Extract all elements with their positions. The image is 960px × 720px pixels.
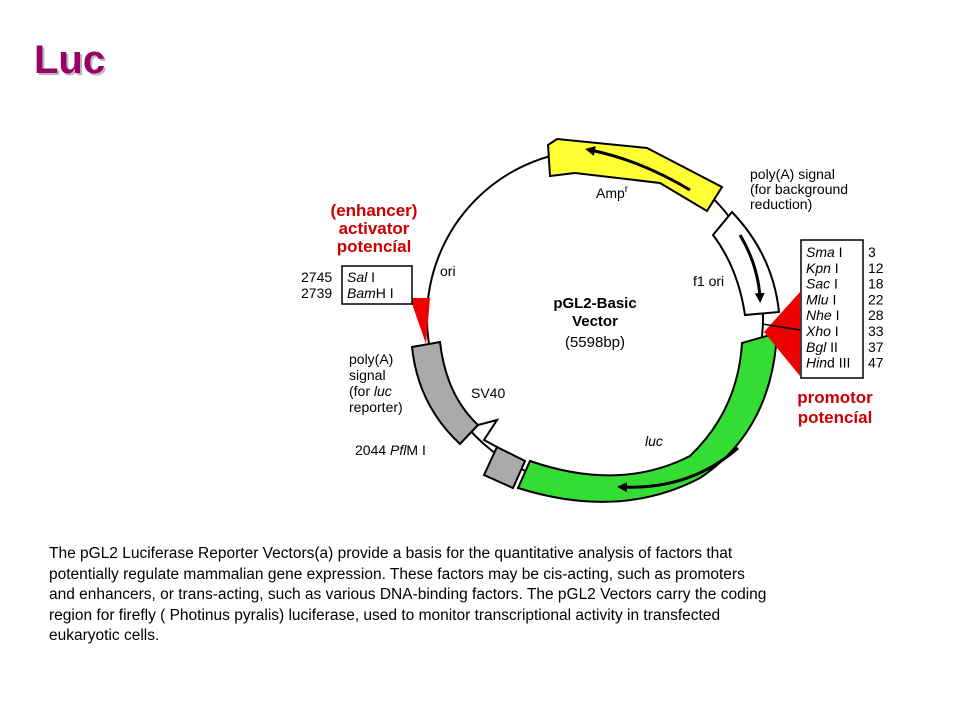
promoter-label: promotor potencíal: [797, 388, 873, 427]
sv40-small-segment: [482, 445, 527, 490]
mcs-site-name: Sac I: [806, 276, 838, 292]
svg-text:reporter): reporter): [349, 399, 403, 415]
enhancer-site-wedge: [410, 298, 430, 344]
enhancer-label: (enhancer) activator potencíal: [331, 201, 418, 256]
mcs-site-position: 18: [868, 276, 884, 292]
amp-direction-arrow: [585, 146, 691, 192]
mcs-site-position: 22: [868, 291, 884, 307]
pflm-site-label: 2044 PflM I: [355, 442, 426, 458]
f1-ori-label: f1 ori: [693, 273, 724, 289]
mcs-site-position: 12: [868, 260, 884, 276]
amp-label: Ampr: [596, 184, 629, 201]
mcs-site-name: Hind III: [806, 355, 850, 371]
svg-text:(for luc: (for luc: [349, 383, 392, 399]
luc-label: luc: [645, 433, 663, 449]
mcs-site-line: [761, 323, 801, 331]
svg-text:activator: activator: [339, 219, 410, 238]
vector-name-line2: Vector: [572, 313, 618, 330]
polya-background-label: poly(A) signal (for background reduction…: [750, 166, 848, 212]
svg-text:promotor: promotor: [797, 388, 873, 407]
mcs-site-name: Nhe I: [806, 307, 839, 323]
mcs-site-position: 37: [868, 339, 884, 355]
slide-title: Luc: [34, 38, 106, 82]
amp-segment: [546, 137, 724, 213]
mcs-site-position: 3: [868, 244, 876, 260]
left-sites-box: [341, 265, 413, 305]
mcs-site-wedge: [764, 292, 800, 376]
description-text: The pGL2 Luciferase Reporter Vectors(a) …: [49, 545, 767, 644]
mcs-site-position: 33: [868, 323, 884, 339]
f1-ori-direction-arrow: [738, 234, 765, 303]
svg-text:poly(A) signal: poly(A) signal: [750, 166, 835, 182]
mcs-site-name: Sma I: [806, 244, 843, 260]
mcs-site-name: Mlu I: [806, 291, 836, 307]
svg-text:potencíal: potencíal: [337, 237, 412, 256]
ori-label: ori: [440, 263, 456, 279]
sv40-label: SV40: [471, 385, 505, 401]
mcs-box: [800, 239, 864, 379]
mcs-site-position: 28: [868, 307, 884, 323]
sv40-polya-segment: [410, 340, 480, 446]
svg-text:(enhancer): (enhancer): [331, 201, 418, 220]
pflm-breakpoint: [477, 418, 500, 448]
svg-text:potencíal: potencíal: [798, 408, 873, 427]
svg-text:signal: signal: [349, 367, 386, 383]
svg-text:poly(A): poly(A): [349, 351, 393, 367]
site-position: 2745: [301, 269, 332, 285]
f1-ori-segment: [711, 210, 781, 317]
vector-name: pGL2-Basic: [553, 295, 636, 312]
mcs-site-name: Xho I: [805, 323, 839, 339]
vector-size: (5598bp): [565, 334, 625, 351]
svg-text:(for background: (for background: [750, 181, 848, 197]
luc-segment: [516, 331, 779, 503]
site-name: BamH I: [347, 285, 394, 301]
svg-text:reduction): reduction): [750, 196, 812, 212]
left-sites: 2745 Sal I 2739 BamH I: [301, 269, 394, 301]
site-position: 2739: [301, 285, 332, 301]
luc-direction-arrow: [617, 446, 739, 493]
mcs-site-name: Bgl II: [806, 339, 838, 355]
polya-luc-label: poly(A) signal (for luc reporter): [349, 351, 403, 415]
site-name: Sal I: [347, 269, 375, 285]
mcs-site-position: 47: [868, 355, 884, 371]
mcs-site-name: Kpn I: [806, 260, 839, 276]
